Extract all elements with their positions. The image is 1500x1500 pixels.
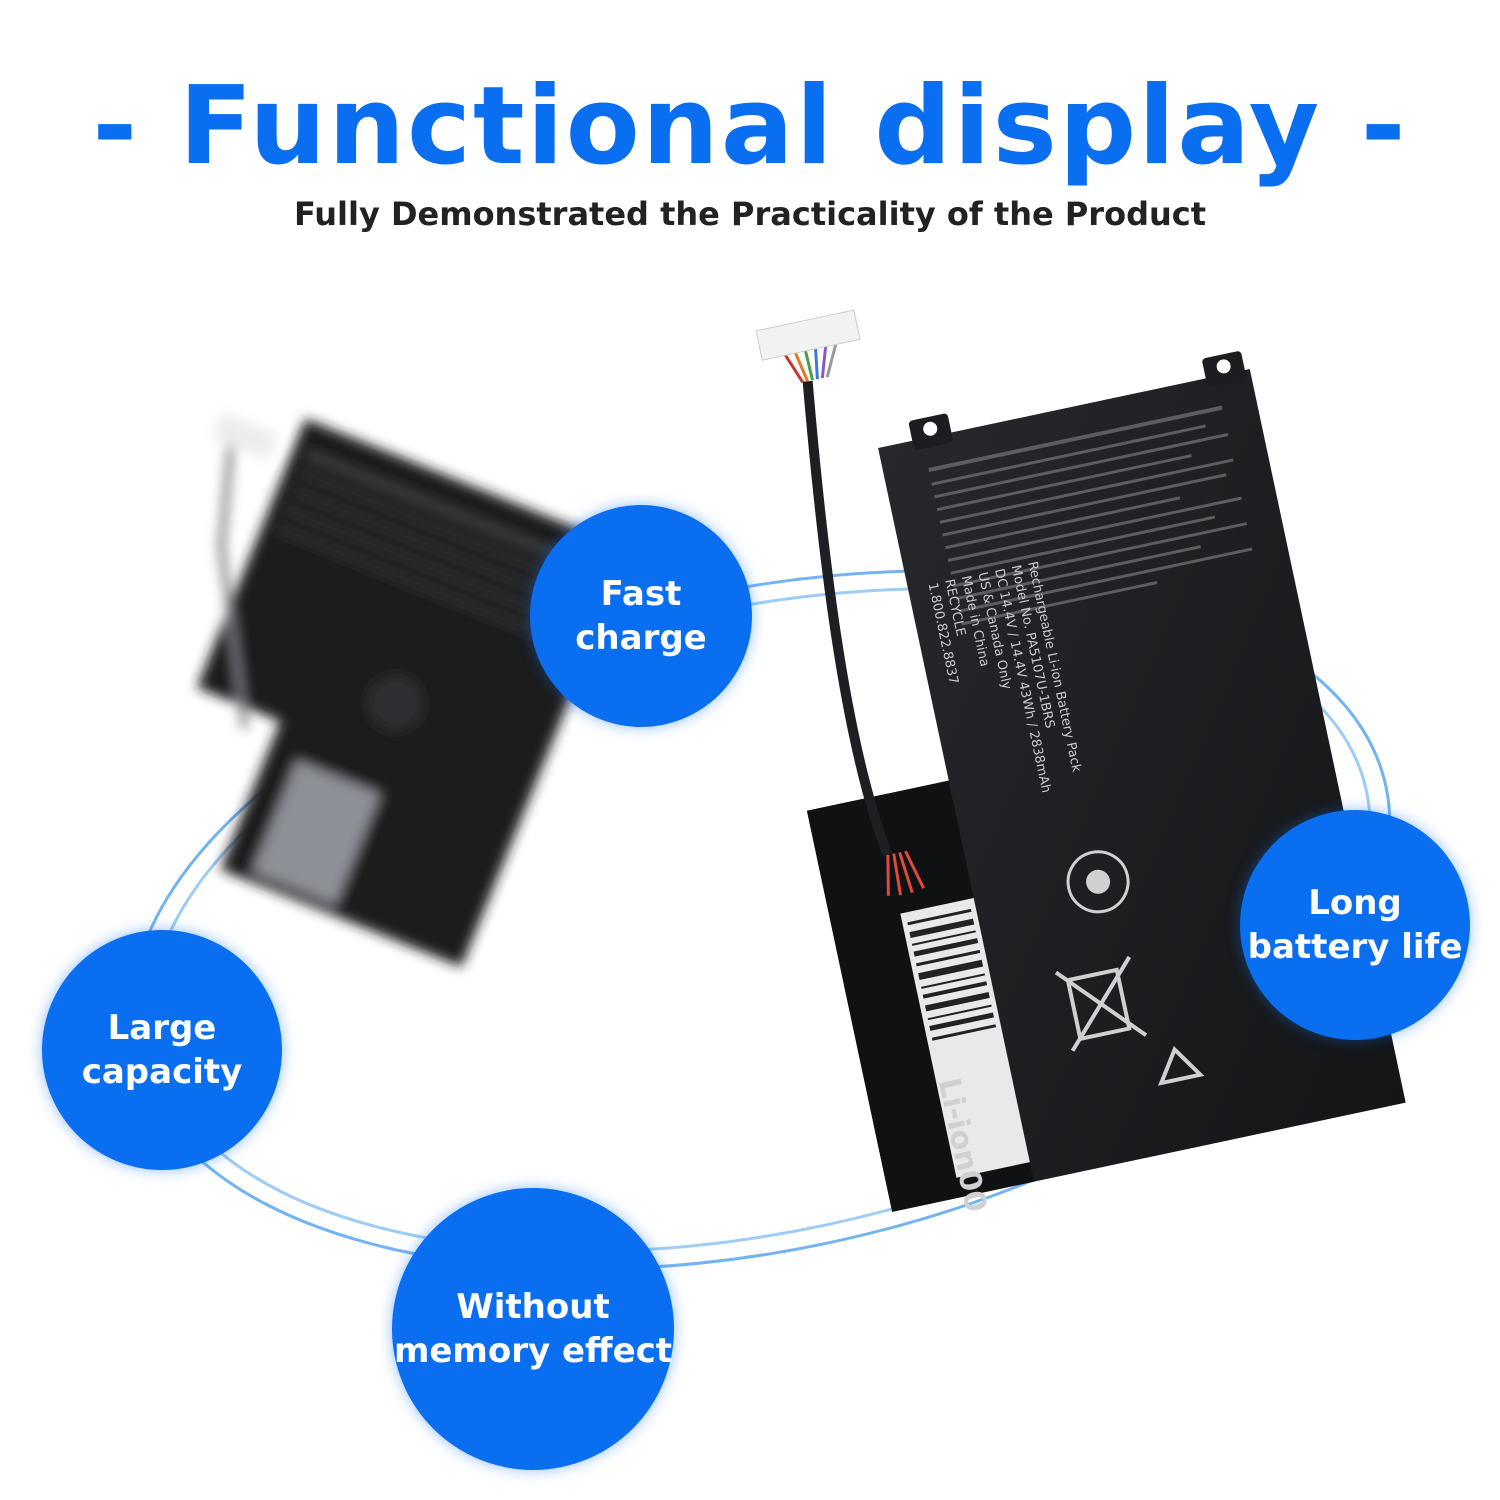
- badge-long-battery-life-label: Long battery life: [1247, 883, 1463, 967]
- page-title: - Functional display -: [92, 64, 1408, 189]
- badge-without-memory-effect: Without memory effect: [392, 1188, 674, 1470]
- badge-large-capacity: Large capacity: [42, 930, 282, 1170]
- badge-without-memory-effect-label: Without memory effect: [393, 1287, 673, 1371]
- badge-fast-charge: Fast charge: [530, 505, 752, 727]
- badge-fast-charge-label: Fast charge: [575, 574, 707, 658]
- battery-pack-right: [755, 309, 1406, 1212]
- badge-large-capacity-label: Large capacity: [81, 1008, 243, 1092]
- badge-long-battery-life: Long battery life: [1240, 810, 1470, 1040]
- page-subtitle: Fully Demonstrated the Practicality of t…: [293, 195, 1207, 233]
- battery-blurred-left: [196, 411, 631, 967]
